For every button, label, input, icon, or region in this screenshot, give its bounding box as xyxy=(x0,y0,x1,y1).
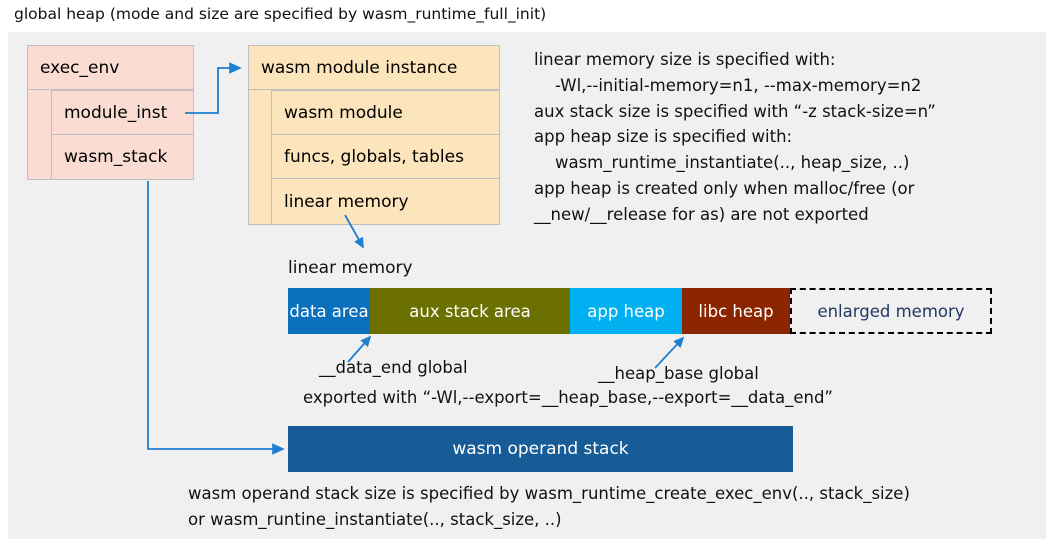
linear-memory-notes: linear memory size is specified with: -W… xyxy=(534,50,936,224)
mem-segment-enlarged-memory: enlarged memory xyxy=(790,288,992,334)
mem-segment-aux-stack-area: aux stack area xyxy=(370,288,570,334)
wasm-module-label: wasm module xyxy=(284,102,403,123)
linear-memory-bar: data area aux stack area app heap libc h… xyxy=(288,288,992,334)
funcs-globals-tables-label: funcs, globals, tables xyxy=(284,146,464,167)
mem-segment-data-area-label: data area xyxy=(289,301,369,321)
wasm-stack-label: wasm_stack xyxy=(64,147,168,167)
linear-memory-caption: linear memory xyxy=(288,258,413,278)
wmi-row-wasm-module: wasm module xyxy=(271,90,500,135)
mem-segment-app-heap-label: app heap xyxy=(587,301,665,321)
page-title: global heap (mode and size are specified… xyxy=(14,5,547,23)
wmi-row-funcs-globals-tables: funcs, globals, tables xyxy=(271,134,500,179)
mem-segment-data-area: data area xyxy=(288,288,370,334)
mem-segment-libc-heap: libc heap xyxy=(682,288,790,334)
wasm-module-instance-header: wasm module instance xyxy=(248,45,500,90)
mem-segment-enlarged-memory-label: enlarged memory xyxy=(817,301,965,321)
annotation-heap-base: __heap_base global xyxy=(598,364,759,383)
linear-memory-row-label: linear memory xyxy=(284,191,409,212)
wasm-operand-stack-label: wasm operand stack xyxy=(452,439,629,459)
annotation-exported-with: exported with “-Wl,--export=__heap_base,… xyxy=(303,388,833,407)
operand-stack-note: wasm operand stack size is specified by … xyxy=(188,484,910,529)
annotation-data-end: __data_end global xyxy=(319,358,468,377)
wasm-operand-stack-bar: wasm operand stack xyxy=(288,426,793,472)
exec-env-header: exec_env xyxy=(27,45,194,90)
mem-segment-libc-heap-label: libc heap xyxy=(698,301,774,321)
diagram-canvas: exec_env module_inst wasm_stack wasm mod… xyxy=(8,32,1046,539)
mem-segment-app-heap: app heap xyxy=(570,288,682,334)
exec-env-row-module-inst: module_inst xyxy=(51,90,194,135)
exec-env-row-wasm-stack: wasm_stack xyxy=(51,134,194,180)
wmi-row-linear-memory: linear memory xyxy=(271,178,500,225)
wasm-module-instance-header-label: wasm module instance xyxy=(261,57,458,78)
mem-segment-aux-stack-area-label: aux stack area xyxy=(409,301,531,321)
exec-env-header-label: exec_env xyxy=(40,57,120,78)
module-inst-label: module_inst xyxy=(64,102,168,123)
